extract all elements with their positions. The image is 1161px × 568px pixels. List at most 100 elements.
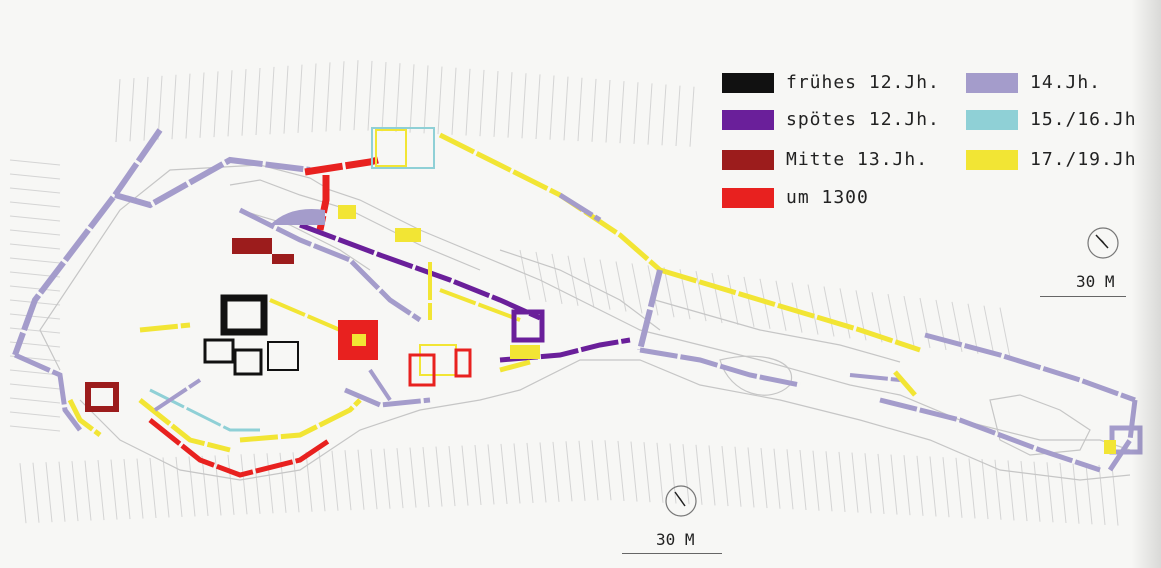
- hatch-line: [656, 442, 664, 503]
- hatch-line: [919, 297, 931, 349]
- hatch-line: [864, 453, 872, 514]
- legend-label: spötes 12.Jh.: [786, 109, 940, 130]
- hatch-line: [19, 463, 27, 524]
- wall-jh-17-19: [499, 359, 531, 373]
- hatch-line: [630, 441, 638, 502]
- hatch-line: [549, 75, 555, 140]
- hatch-line: [500, 443, 508, 505]
- hatch-line: [325, 62, 331, 132]
- hatch-line: [851, 452, 859, 513]
- corner-tower-mitte-13: [85, 382, 119, 412]
- hatch-line: [591, 78, 597, 142]
- hatch-line: [283, 65, 289, 134]
- hatch-line: [9, 243, 61, 250]
- hatch-line: [1046, 462, 1054, 523]
- hatch-line: [791, 282, 803, 333]
- hatch-line: [171, 74, 177, 140]
- hatch-line: [838, 451, 846, 512]
- wall-spaetes-12: [299, 222, 542, 321]
- hatch-line: [149, 457, 157, 519]
- hatch-line: [773, 448, 781, 509]
- legend-item-jh-17-19: 17./19.Jh: [966, 149, 1137, 170]
- wall-jh-14: [238, 207, 422, 323]
- hatch-line: [583, 257, 595, 308]
- hatch-line: [807, 284, 819, 335]
- hatch-line: [633, 82, 639, 144]
- hatch-line: [675, 85, 681, 147]
- hatch-line: [539, 442, 547, 503]
- gatehouse-inner: [375, 129, 407, 167]
- wall-jh-17-19: [438, 132, 662, 272]
- hatch-line: [916, 455, 924, 516]
- gate-um-1300: [408, 353, 436, 387]
- site-outline: [39, 164, 1131, 481]
- wall-um-1300: [148, 418, 332, 478]
- wall-jh-14: [13, 352, 82, 432]
- hatch-line: [383, 448, 391, 509]
- hatch-line: [143, 76, 149, 141]
- hatch-line: [201, 455, 209, 516]
- hatch-line: [9, 173, 61, 180]
- hatch-line: [9, 383, 61, 390]
- hatch-line: [353, 60, 359, 131]
- range-mitte-13: [272, 254, 294, 264]
- legend-label: 15./16.Jh: [1030, 109, 1137, 130]
- hatch-line: [577, 77, 583, 142]
- scale-bar-right: [1040, 296, 1126, 297]
- wall-jh-17-19: [139, 322, 191, 333]
- hatch-line: [747, 447, 755, 508]
- legend-swatch: [722, 72, 774, 93]
- hatch-line: [227, 454, 235, 515]
- hatch-line: [708, 445, 716, 506]
- hatch-line: [1033, 461, 1041, 522]
- scale-label-right: 30 M: [1076, 272, 1115, 291]
- hatch-line: [9, 257, 61, 264]
- legend-swatch: [722, 109, 774, 130]
- hatch-line: [669, 443, 677, 504]
- hatch-line: [9, 201, 61, 208]
- hatch-line: [297, 64, 303, 133]
- wall-jh-14: [639, 347, 801, 388]
- hatch-line: [423, 65, 429, 134]
- hatch-line: [493, 71, 499, 137]
- hatch-line: [357, 449, 365, 510]
- hatch-line: [605, 79, 611, 143]
- block-jh-17-19: [338, 205, 356, 219]
- hatch-line: [266, 453, 274, 514]
- hatch-line: [136, 458, 144, 519]
- hatch-line: [58, 461, 66, 522]
- hatch-line: [695, 271, 707, 322]
- legend-swatch: [722, 187, 774, 208]
- hatch-line: [370, 449, 378, 510]
- bastion-jh-14: [270, 209, 325, 225]
- hatch-line: [955, 457, 963, 518]
- wall-jh-17-19: [893, 370, 917, 397]
- block-jh-17-19: [395, 228, 421, 242]
- hatch-line: [1020, 461, 1028, 522]
- hatch-line: [689, 86, 695, 147]
- hatch-line: [175, 456, 183, 518]
- hatch-line: [599, 259, 611, 310]
- hatch-line: [877, 453, 885, 514]
- hatch-line: [162, 457, 170, 518]
- hatch-line: [292, 452, 300, 513]
- hatch-line: [695, 444, 703, 505]
- hatch-line: [887, 294, 899, 345]
- hatch-line: [981, 459, 989, 520]
- hatch-line: [97, 460, 105, 521]
- hatch-line: [305, 451, 313, 512]
- hatch-line: [129, 78, 135, 142]
- legend-label: 17./19.Jh: [1030, 149, 1137, 170]
- hatch-line: [711, 272, 723, 324]
- legend-label: frühes 12.Jh.: [786, 72, 940, 93]
- scale-label-bottom: 30 M: [656, 530, 695, 549]
- hatch-line: [487, 444, 495, 505]
- wall-jh-14: [924, 332, 1136, 403]
- hatch-line: [395, 63, 401, 133]
- hatch-line: [367, 60, 373, 131]
- hatch-line: [9, 313, 61, 320]
- page-edge-shadow: [1131, 0, 1161, 568]
- wall-jh-17-19: [659, 267, 921, 353]
- hatch-line: [760, 448, 768, 509]
